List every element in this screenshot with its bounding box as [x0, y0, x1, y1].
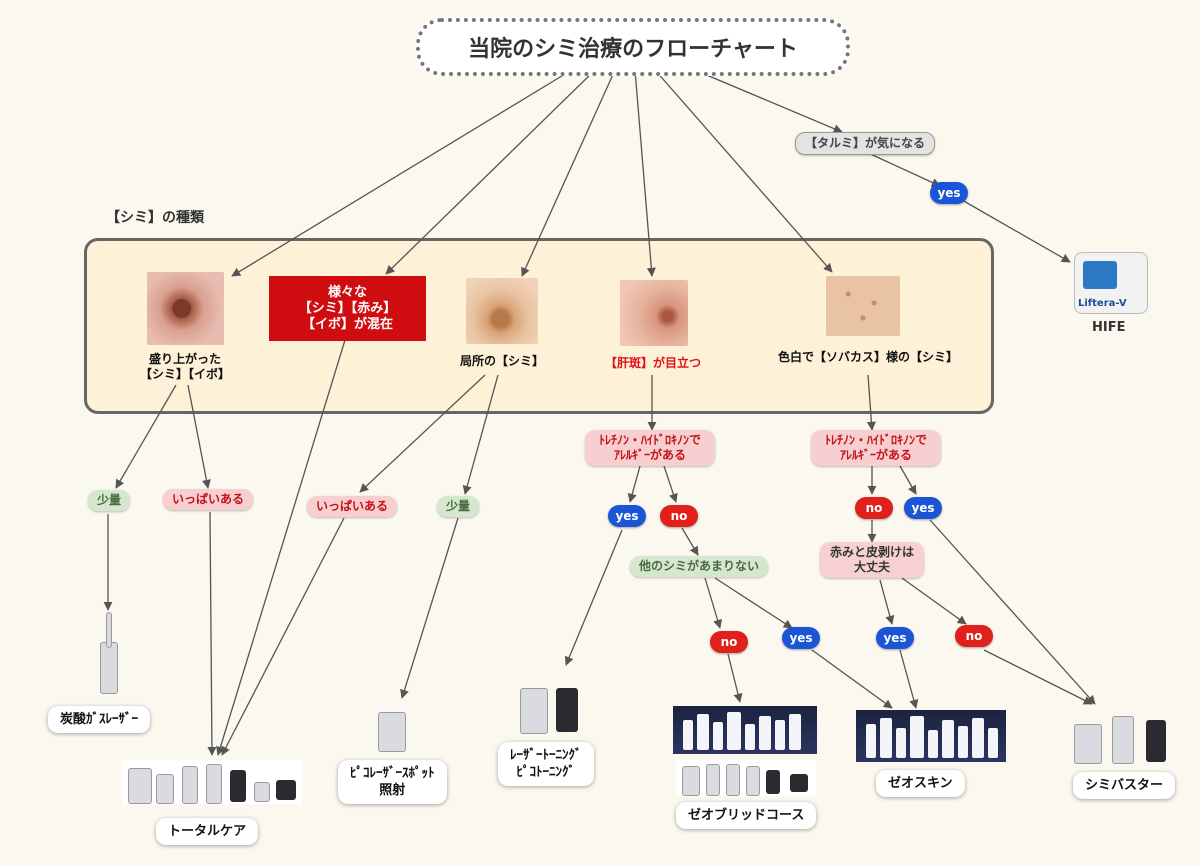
raised-spot-photo — [147, 272, 224, 345]
edge-fewother-no — [704, 577, 723, 629]
edge-yes-buster — [929, 519, 1096, 705]
edge-allergy1-yes — [627, 465, 641, 503]
edge-redness-yes — [879, 579, 895, 625]
edge-yes-zeoskin-2 — [899, 649, 919, 709]
melasma-photo — [620, 280, 688, 346]
result-co2-laser: 炭酸ｶﾞｽﾚｰｻﾞｰ — [48, 706, 151, 733]
yes-badge-allergy-1: yes — [608, 505, 646, 527]
edge-raised-many — [187, 384, 211, 489]
category-raised-label: 盛り上がった 【シミ】【イボ】 — [139, 352, 230, 381]
condition-few-2: 少量 — [437, 496, 480, 517]
condition-few-1: 少量 — [88, 490, 131, 511]
condition-redness: 赤みと皮剥けは 大丈夫 — [820, 542, 924, 578]
edge-yes-hifu — [961, 199, 1071, 263]
edge-allergy2-yes — [899, 465, 917, 495]
co2-laser-device-image — [94, 612, 124, 696]
result-shimi-buster: シミバスター — [1073, 772, 1176, 799]
edge-title-local — [521, 69, 616, 277]
edge-local-many — [359, 374, 486, 493]
edge-title-melasma — [634, 69, 656, 277]
edge-title-mixed — [385, 69, 596, 275]
edge-sagging-yes — [865, 151, 941, 187]
zeobrid-devices-image — [676, 760, 816, 796]
local-spot-photo — [466, 278, 538, 344]
condition-allergy-1: ﾄﾚﾁﾉﾝ・ﾊｲﾄﾞﾛｷﾉﾝで ｱﾚﾙｷﾞｰがある — [585, 430, 715, 466]
category-freckles-label: 色白で【ソバカス】様の【シミ】 — [777, 350, 958, 364]
result-zeobrid-course: ゼオブリッドコース — [676, 802, 817, 829]
result-pico-spot: ﾋﾟｺﾚｰｻﾞｰｽﾎﾟｯﾄ 照射 — [338, 760, 447, 804]
edge-title-freckles — [654, 69, 833, 273]
total-care-devices-image — [122, 760, 302, 804]
edge-title-raised — [231, 67, 576, 277]
yes-badge-few-other: yes — [782, 627, 820, 649]
edge-local-few — [462, 374, 499, 495]
no-badge-allergy-1: no — [660, 505, 698, 527]
hifu-logo: Liftera-V — [1078, 298, 1127, 309]
edge-raised-few — [115, 384, 177, 489]
condition-many-2: いっぱいある — [307, 496, 398, 517]
hifu-device-image — [1074, 252, 1148, 314]
no-badge-allergy-2: no — [855, 497, 893, 519]
zeobrid-products-image — [673, 706, 817, 754]
edge-no-fewother — [681, 527, 699, 556]
result-zeoskin: ゼオスキン — [876, 770, 965, 797]
yes-badge-redness: yes — [876, 627, 914, 649]
no-badge-few-other: no — [710, 631, 748, 653]
shimi-buster-devices-image — [1070, 706, 1178, 764]
result-toning: ﾚｰｻﾞｰﾄｰﾆﾝｸﾞ ﾋﾟｺﾄｰﾆﾝｸﾞ — [498, 742, 594, 786]
no-badge-redness: no — [955, 625, 993, 647]
freckles-photo — [826, 276, 900, 336]
edge-many-total — [207, 511, 217, 756]
zeoskin-products-image — [856, 710, 1006, 762]
condition-few-other: 他のシミがあまりない — [630, 556, 769, 577]
edge-few2-pico — [400, 517, 459, 699]
edge-yes-zeoskin — [811, 649, 893, 709]
result-total-care: トータルケア — [156, 818, 259, 845]
category-melasma-label: 【肝斑】が目立つ — [604, 356, 701, 370]
condition-many-1: いっぱいある — [163, 489, 254, 510]
condition-allergy-2: ﾄﾚﾁﾉﾝ・ﾊｲﾄﾞﾛｷﾉﾝで ｱﾚﾙｷﾞｰがある — [811, 430, 941, 466]
edge-mixed-total — [216, 339, 346, 756]
edge-allergy1-no — [663, 465, 678, 503]
category-mixed-box: 様々な 【シミ】【赤み】 【イボ】が混在 — [269, 276, 426, 341]
edge-title-sagging — [689, 67, 843, 134]
edge-many2-total — [221, 517, 345, 756]
edge-redness-no — [901, 577, 967, 625]
toning-devices-image — [516, 668, 586, 734]
pico-laser-device-image — [370, 700, 410, 752]
edge-yes-toning — [564, 529, 623, 666]
result-hifu: HIFE — [1092, 320, 1126, 335]
edge-no-buster — [983, 649, 1093, 705]
section-label: 【シミ】の種類 — [106, 210, 204, 226]
yes-badge-allergy-2: yes — [904, 497, 942, 519]
flowchart-title: 当院のシミ治療のフローチャート — [416, 18, 850, 76]
category-local-label: 局所の【シミ】 — [459, 354, 544, 368]
yes-badge-sagging: yes — [930, 182, 968, 204]
edge-fewother-yes — [714, 577, 793, 629]
edge-no-zeobrid — [727, 653, 743, 703]
edge-freckles-allergy — [866, 374, 876, 431]
condition-sagging: 【タルミ】が気になる — [795, 132, 936, 155]
